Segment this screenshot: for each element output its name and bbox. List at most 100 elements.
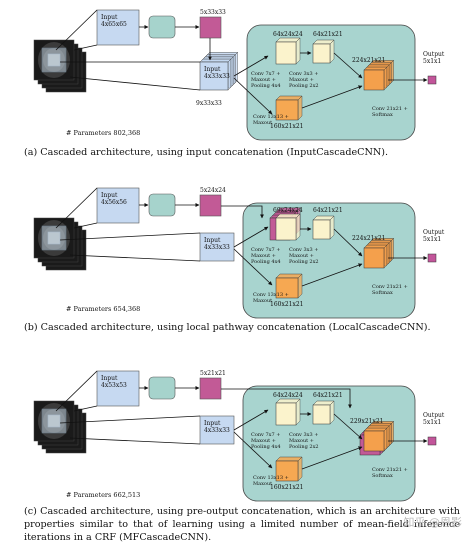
global-cube-c: [275, 456, 303, 482]
proj-bot-b-c: [69, 437, 201, 445]
conv2-label-b: Maxout +: [289, 253, 314, 259]
merge-stack-b-layer-side: [383, 244, 388, 269]
arrow-to-local-a: [233, 55, 269, 77]
global-dims-b: 160x21x21: [270, 301, 304, 308]
brain-a-patch-small: [47, 53, 61, 67]
merge-stack-c-layer-side: [383, 427, 388, 452]
conv1-label-a: Maxout +: [251, 77, 276, 83]
conv1-label-b: Pooling 4x4: [251, 259, 281, 265]
merge-stack-c-layer: [363, 427, 388, 452]
arrow-local-merge-b: [333, 228, 363, 257]
local-a-b: [275, 213, 301, 241]
merge-stack-c-layer-face: [363, 430, 385, 452]
brain-c: [33, 400, 87, 454]
global-label-a: Conv 13x13 +: [253, 114, 289, 120]
global-dims-c: 160x21x21: [270, 484, 304, 491]
conv1-label-c: Pooling 4x4: [251, 444, 281, 450]
global-label-c: Maxout: [253, 481, 272, 487]
brain-c-patch-small: [47, 414, 61, 428]
local-a-b-side: [295, 213, 301, 241]
proj-top-b-c: [73, 405, 98, 412]
caption-c: (c) Cascaded architecture, using pre-out…: [24, 506, 460, 543]
input-top-box-c: [96, 370, 140, 407]
input-bottom-box-c: [199, 415, 235, 445]
arrow-local-merge-c: [333, 413, 363, 440]
input-bottom-dims-b: 4x33x33: [204, 244, 230, 251]
local-b-dims-c: 64x21x21: [313, 392, 343, 399]
local-b-b-side: [329, 215, 335, 240]
conv-out-top-dims-c: 5x21x21: [200, 370, 226, 377]
input-top-dims-b: 4x56x56: [101, 199, 127, 206]
global-cube-a-face: [275, 99, 299, 121]
input-top-dims-c: 4x53x53: [101, 382, 127, 389]
final-label-c: Softmax: [372, 473, 393, 479]
local-a-b-face: [275, 217, 297, 241]
arrow-to-local-c: [233, 409, 269, 431]
input-bottom-label-b: Input: [204, 237, 221, 244]
conv1-label-a: Conv 7x7 +: [251, 71, 280, 77]
global-cube-a-side: [297, 95, 303, 121]
output-label-b: Output: [423, 229, 445, 236]
global-label-b: Maxout: [253, 298, 272, 304]
params-a: # Parameters 802,368: [66, 129, 140, 137]
global-label-b: Conv 13x13 +: [253, 292, 289, 298]
input-bottom-stack-a-layer-top: [199, 58, 232, 63]
local-b-c-face: [312, 404, 331, 425]
input-top-label-a: Input: [101, 14, 118, 21]
input-top-label-b: Input: [101, 192, 118, 199]
merge-stack-b-layer: [363, 244, 388, 269]
local-a-dims-c: 64x24x24: [273, 392, 303, 399]
arrow-global-merge-c: [301, 446, 363, 470]
proj-bot-a-b: [59, 232, 201, 241]
local-b-a: [312, 39, 335, 64]
input-bottom-dims-a: 4x33x33: [204, 73, 230, 80]
conv-out-top-dims-b: 5x24x24: [200, 187, 226, 194]
global-dims-a: 160x21x21: [270, 123, 304, 130]
global-label-a: Maxout: [253, 120, 272, 126]
global-cube-c-face: [275, 460, 299, 482]
input-bottom-stack-a-layer: [199, 58, 232, 91]
merge-stack-c: [363, 420, 395, 452]
proj-bot-a-c: [59, 415, 201, 424]
proj-top-a-b: [55, 187, 98, 229]
local-a-c-face: [275, 402, 297, 426]
input-bottom-box-b: [199, 232, 235, 262]
brain-a: [33, 39, 87, 93]
arrow-global-merge-b: [301, 263, 363, 287]
local-b-b-face: [312, 219, 331, 240]
output-dims-c: 5x1x1: [423, 419, 441, 426]
merge-dims-c: 229x21x21: [350, 418, 384, 425]
output-box-c: [427, 436, 437, 446]
local-b-a-side: [329, 39, 335, 64]
arrow-to-global-b: [233, 248, 273, 286]
concat-dims-a: 9x33x33: [196, 100, 222, 107]
global-cube-c-side: [297, 456, 303, 482]
local-a-c-side: [295, 398, 301, 426]
conv2-label-a: Conv 3x3 +: [289, 71, 318, 77]
local-b-b: [312, 215, 335, 240]
watermark: 知乎 @恩影: [403, 516, 463, 529]
final-label-a: Softmax: [372, 112, 393, 118]
input-top-dims-a: 4x65x65: [101, 21, 127, 28]
final-label-a: Conv 21x21 +: [372, 106, 408, 112]
input-top-label-c: Input: [101, 375, 118, 382]
proj-top-a-a: [55, 9, 98, 51]
caption-b: (b) Cascaded architecture, using local p…: [24, 322, 431, 333]
global-cube-c-top: [275, 456, 303, 462]
merge-dims-b: 224x21x21: [352, 235, 386, 242]
local-a-c: [275, 398, 301, 426]
local-b-c-side: [329, 400, 335, 425]
local-a-dims-a: 64x24x24: [273, 31, 303, 38]
params-b: # Parameters 654,368: [66, 305, 140, 313]
merge-stack-a-layer-face: [363, 69, 385, 91]
input-bottom-stack-a: [199, 51, 239, 91]
local-b-a-face: [312, 43, 331, 64]
local-b-c: [312, 400, 335, 425]
input-bottom-label-c: Input: [204, 420, 221, 427]
output-box-b: [427, 253, 437, 263]
arrow-local-merge-a: [333, 52, 363, 79]
global-cube-b: [275, 273, 303, 299]
conv-out-top-dims-a: 5x33x33: [200, 9, 226, 16]
